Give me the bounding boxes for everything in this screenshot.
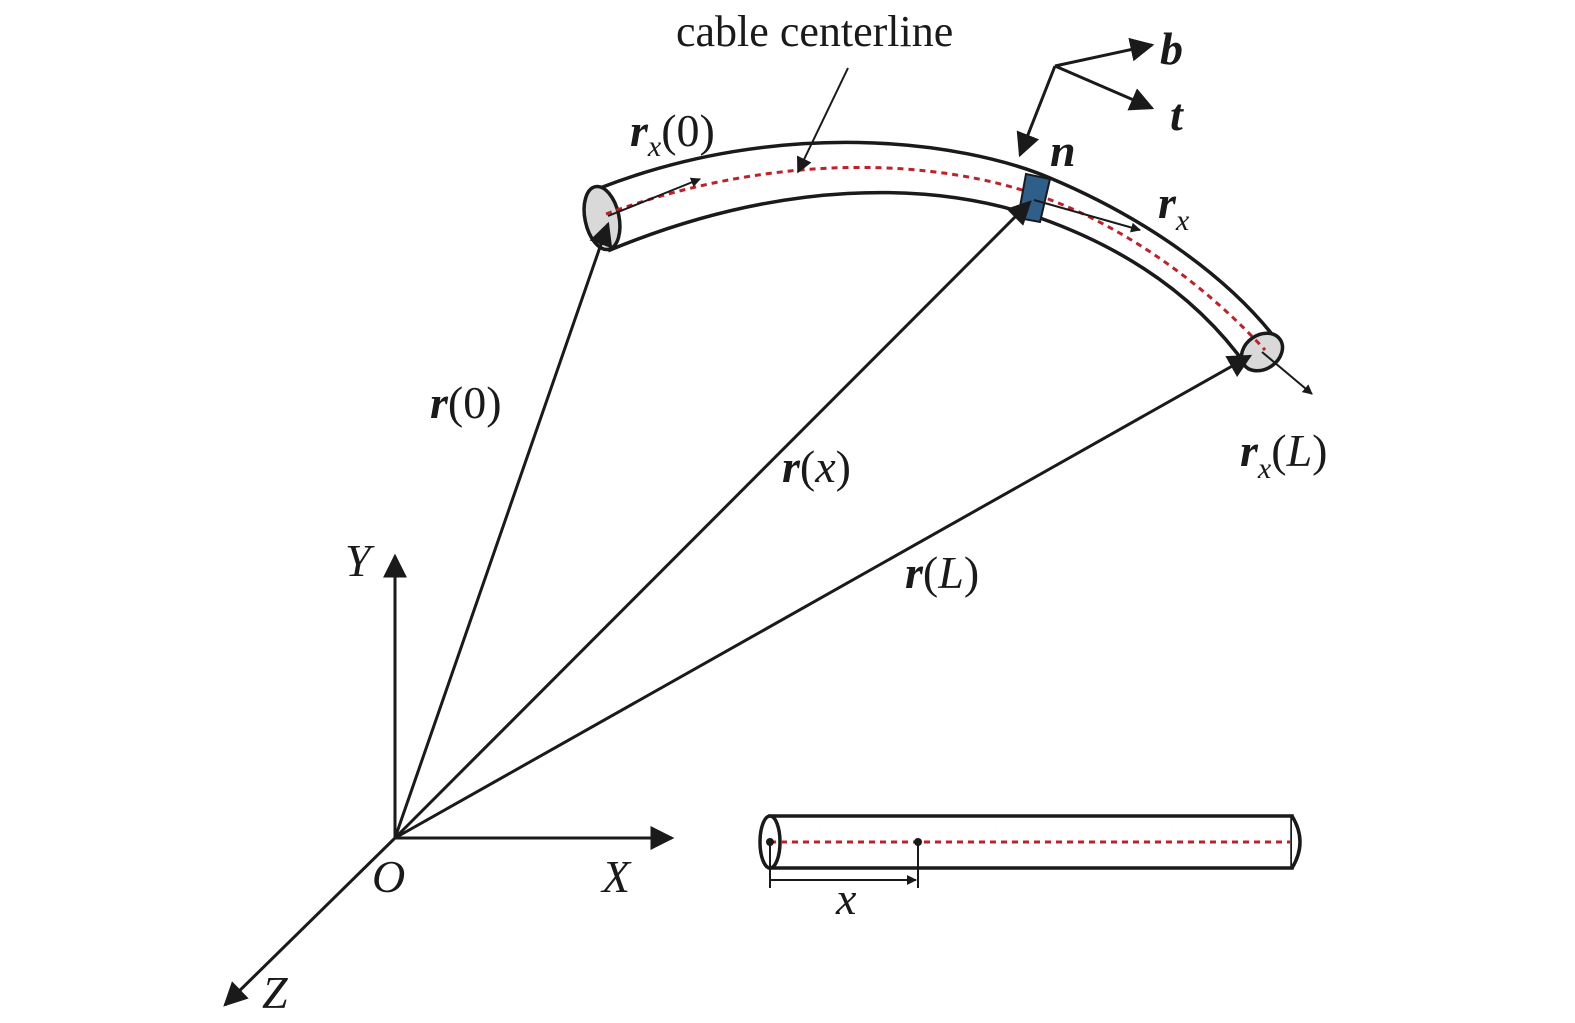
normal-label: n [1050,125,1076,176]
normal-arrow [1016,65,1057,158]
binormal-label: b [1160,23,1183,74]
curved-centerline [605,166,1267,352]
caption-pointer-arrow [797,67,849,174]
caption-label: cable centerline [676,7,953,56]
z-axis-arrow [223,836,397,1007]
binormal-arrow [1054,37,1155,68]
rx-tangent-arrow [1033,199,1141,233]
global-axes [223,553,675,1007]
rx0-tangent-arrow [607,177,701,217]
x-axis-label: X [600,851,632,902]
arc-length-label: x [835,873,857,924]
rx-position-label: r(x) [782,441,851,492]
y-axis-label: Y [345,535,375,586]
rx0-label: rx(0) [630,105,715,163]
straight-cable [758,814,1302,888]
tangent-vectors [607,177,1313,395]
z-axis-label: Z [262,967,288,1018]
position-vectors [393,200,1253,840]
rx-label: rx [1158,177,1190,237]
rxL-tangent-arrow [1261,351,1313,395]
local-frame [1016,37,1155,158]
r0-label: r(0) [430,377,502,428]
straight-cable-end [1290,815,1302,869]
rL-label: r(L) [905,547,979,598]
tangent-frame-arrow [1054,64,1155,111]
r0-vector-arrow [393,221,613,839]
rL-vector-arrow [394,354,1253,840]
rxL-label: rx(L) [1240,425,1327,485]
tangent-frame-label: t [1170,89,1184,140]
curved-cable [582,140,1285,373]
rx-vector-arrow [393,200,1032,840]
origin-label: O [372,851,405,902]
